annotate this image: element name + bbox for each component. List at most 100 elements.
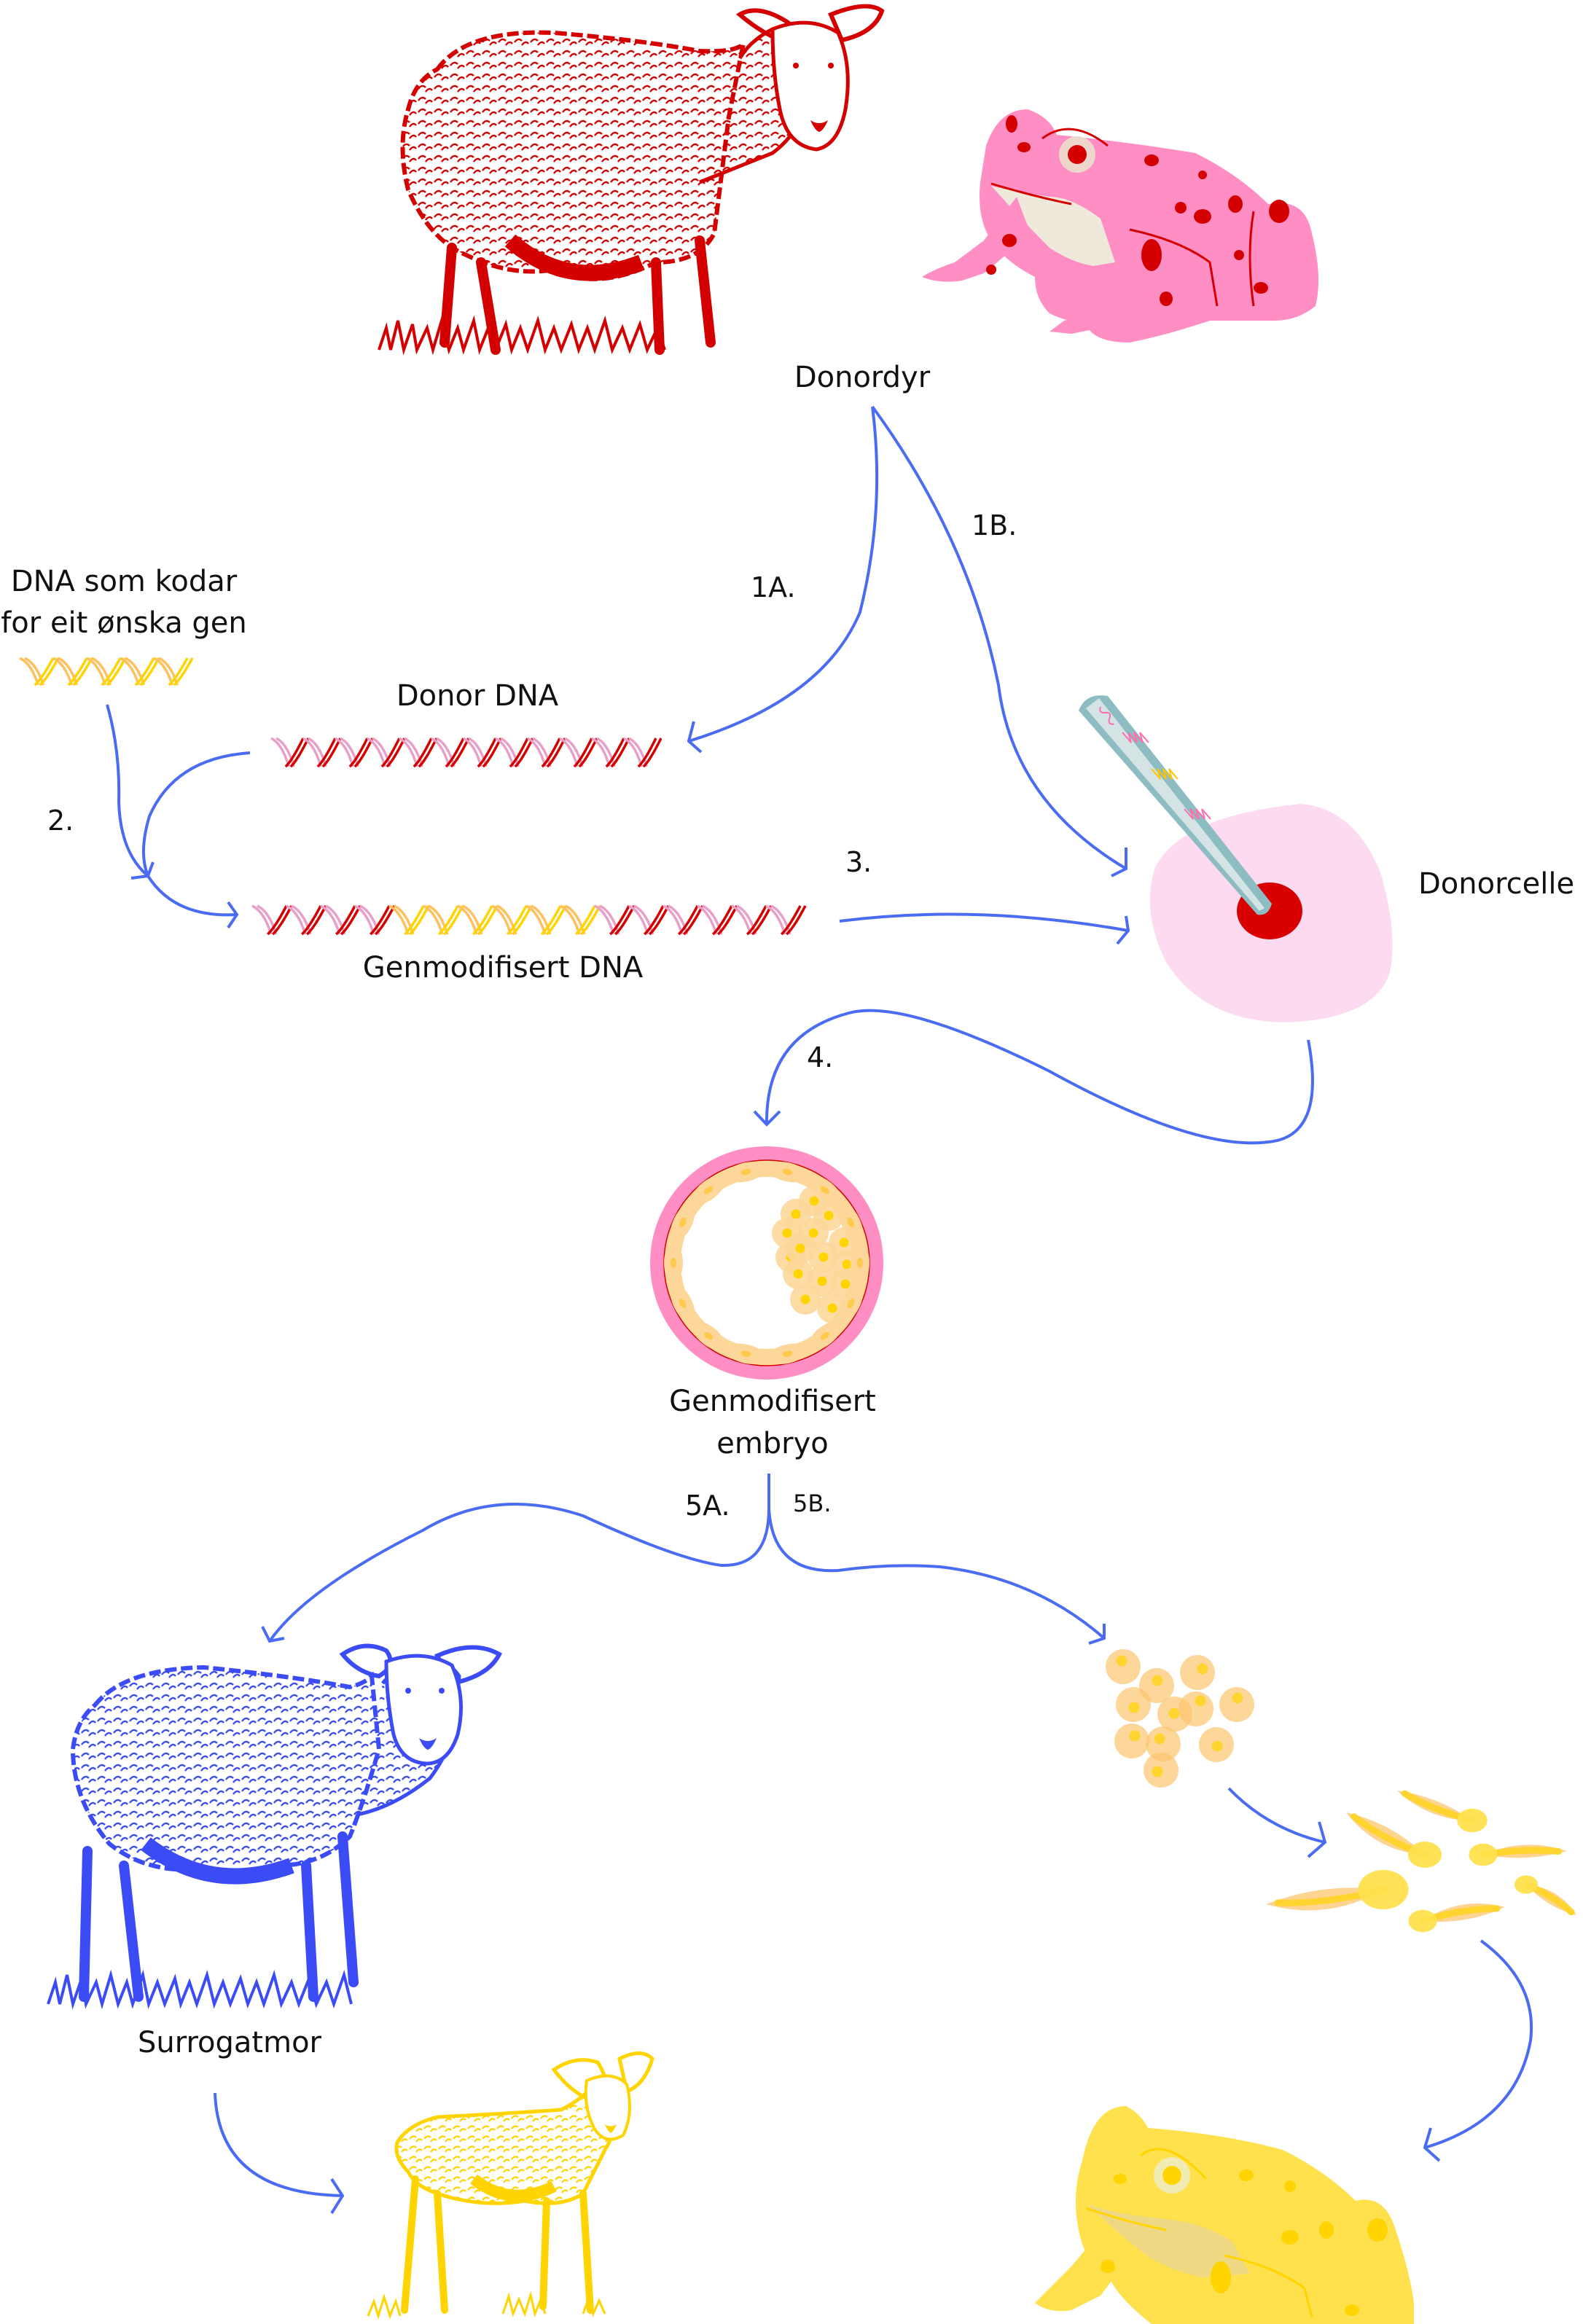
dna-segment — [270, 737, 310, 768]
surrogate-label: Surrogatmor — [138, 2026, 321, 2059]
arrow-3-head — [1116, 915, 1130, 945]
arrow-surrogate-lamb — [214, 2092, 343, 2197]
dna-segment — [591, 737, 630, 768]
donor-cell-label: Donorcelle — [1418, 867, 1575, 901]
trophoblast-cell — [838, 1203, 864, 1242]
embryo-cell — [785, 1233, 816, 1264]
dna-segment — [594, 904, 636, 936]
dna-segment — [495, 737, 534, 768]
gm-embryo-label-line2: embryo — [716, 1427, 829, 1460]
embryo-illustration — [650, 1146, 883, 1380]
dna-segment — [525, 904, 567, 936]
embryo-cell — [790, 1284, 821, 1315]
arrow-tadpoles-frog-head — [1423, 2127, 1441, 2162]
trophoblast-cell — [670, 1284, 695, 1323]
gm-embryo-label-line1: Genmodifisert — [669, 1385, 876, 1418]
offspring-frog-illustration — [1035, 2106, 1414, 2324]
arrow-2-gene — [106, 704, 238, 917]
frog-egg — [1146, 1726, 1181, 1761]
step-5b-label: 5B. — [793, 1490, 832, 1517]
arrow-1a-head — [687, 721, 703, 754]
trophoblast-cell — [726, 1162, 766, 1183]
dna-segment — [457, 904, 499, 936]
arrow-tadpoles-frog — [1424, 1939, 1533, 2149]
arrow-1b-head — [1111, 848, 1127, 877]
arrow-2-head-b — [227, 901, 239, 929]
arrow-5a-head — [261, 1626, 285, 1643]
dna-segment — [286, 904, 327, 936]
dna-segment — [399, 737, 438, 768]
dna-segment — [559, 737, 598, 768]
dna-segment — [251, 904, 293, 936]
dna-segment — [86, 657, 127, 686]
frog-eggs-illustration — [1106, 1649, 1254, 1788]
tadpole-icon — [1514, 1875, 1576, 1916]
trophoblast-cell — [664, 1243, 683, 1283]
arrow-1a — [688, 406, 879, 743]
gene-dna-label-line2: for eit ønska gen — [1, 606, 247, 640]
frog-egg — [1179, 1691, 1213, 1726]
arrow-5b — [767, 1508, 1106, 1640]
trophoblast-cell — [838, 1284, 864, 1323]
trophoblast-cell — [808, 1175, 843, 1205]
gene-dna-label-line1: DNA som kodar — [10, 565, 238, 598]
offspring-lamb-illustration — [367, 2051, 654, 2320]
gm-dna-strand — [251, 904, 807, 936]
step-3-label: 3. — [845, 846, 872, 878]
dna-segment — [354, 904, 396, 936]
arrow-eggs-tadpoles-head — [1307, 1821, 1327, 1858]
sheep-icon — [47, 1643, 502, 2010]
dna-segment — [120, 657, 160, 686]
surrogate-sheep-illustration — [47, 1643, 502, 2010]
pipette-icon — [1079, 695, 1272, 915]
dna-segment — [153, 657, 194, 686]
dna-segment — [302, 737, 342, 768]
arrow-4-head — [753, 1110, 781, 1127]
tadpole-icon — [1346, 1812, 1442, 1868]
tadpole-icon — [1397, 1790, 1488, 1833]
gm-dna-label: Genmodifisert DNA — [362, 951, 644, 985]
trophoblast-cell — [767, 1162, 808, 1183]
dna-segment — [431, 737, 470, 768]
dna-segment — [463, 737, 502, 768]
donor-sheep-illustration — [378, 4, 885, 356]
donor-dna-strand — [270, 737, 662, 768]
arrow-2-head-a — [130, 861, 155, 880]
trophoblast-cell — [726, 1343, 766, 1364]
arrow-1b — [871, 405, 1127, 870]
dna-segment — [765, 904, 807, 936]
dna-segment — [335, 737, 374, 768]
dna-segment — [560, 904, 601, 936]
dna-segment — [52, 657, 93, 686]
donor-animal-label: Donordyr — [794, 361, 931, 394]
tadpole-icon — [1266, 1870, 1409, 1911]
step-2-label: 2. — [47, 805, 74, 837]
dna-segment — [731, 904, 773, 936]
tadpole-icon — [1408, 1903, 1505, 1933]
dna-segment — [491, 904, 533, 936]
trophoblast-cell — [691, 1175, 726, 1205]
arrow-3 — [839, 912, 1129, 932]
trophoblast-cell — [691, 1321, 726, 1351]
frog-egg — [1106, 1649, 1141, 1684]
dna-segment — [423, 904, 464, 936]
frog-egg — [1116, 1687, 1151, 1722]
dna-segment — [388, 904, 430, 936]
frog-egg — [1139, 1668, 1174, 1703]
step-1b-label: 1B. — [972, 509, 1017, 541]
dna-segment — [19, 657, 60, 686]
dna-segment — [628, 904, 670, 936]
dna-segment — [697, 904, 738, 936]
dna-segment — [623, 737, 662, 768]
arrow-5b-head — [1088, 1624, 1106, 1645]
donor-dna-label: Donor DNA — [396, 679, 559, 713]
frog-egg — [1114, 1724, 1149, 1758]
frog-egg — [1180, 1655, 1215, 1690]
inner-cell-mass — [664, 1162, 869, 1364]
step-4-label: 4. — [807, 1041, 834, 1073]
trophoblast-cell — [808, 1321, 843, 1351]
embryo-cell — [808, 1242, 839, 1272]
sheep-icon — [378, 4, 885, 356]
arrows — [106, 405, 1533, 2215]
